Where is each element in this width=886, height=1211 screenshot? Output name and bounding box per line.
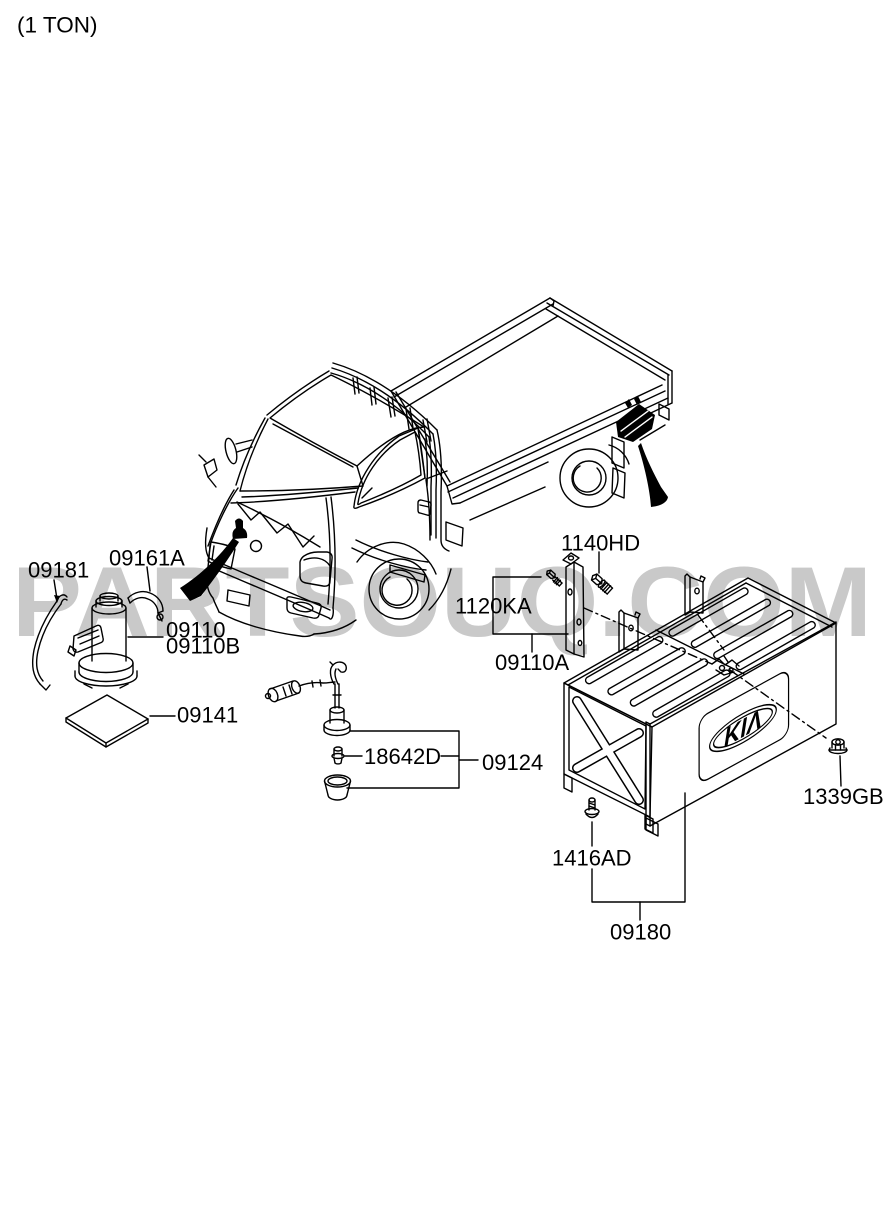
svg-text:09110B: 09110B bbox=[166, 634, 240, 659]
svg-text:18642D: 18642D bbox=[364, 744, 441, 769]
svg-text:09110: 09110 bbox=[166, 618, 226, 643]
svg-text:09110A: 09110A bbox=[495, 650, 570, 675]
svg-text:1416AD: 1416AD bbox=[552, 846, 632, 871]
svg-text:(1 TON): (1 TON) bbox=[17, 13, 97, 38]
svg-text:09181: 09181 bbox=[28, 558, 89, 583]
svg-text:09124: 09124 bbox=[482, 750, 543, 775]
svg-text:09180: 09180 bbox=[610, 920, 671, 945]
svg-text:09161A: 09161A bbox=[109, 546, 185, 571]
svg-text:1120KA: 1120KA bbox=[455, 594, 532, 619]
svg-text:09141: 09141 bbox=[177, 703, 238, 728]
svg-text:PARTSOUQ.COM: PARTSOUQ.COM bbox=[12, 546, 872, 657]
svg-text:1140HD: 1140HD bbox=[561, 531, 640, 556]
svg-text:KIΛ: KIΛ bbox=[724, 703, 762, 754]
svg-text:1339GB: 1339GB bbox=[803, 784, 884, 809]
